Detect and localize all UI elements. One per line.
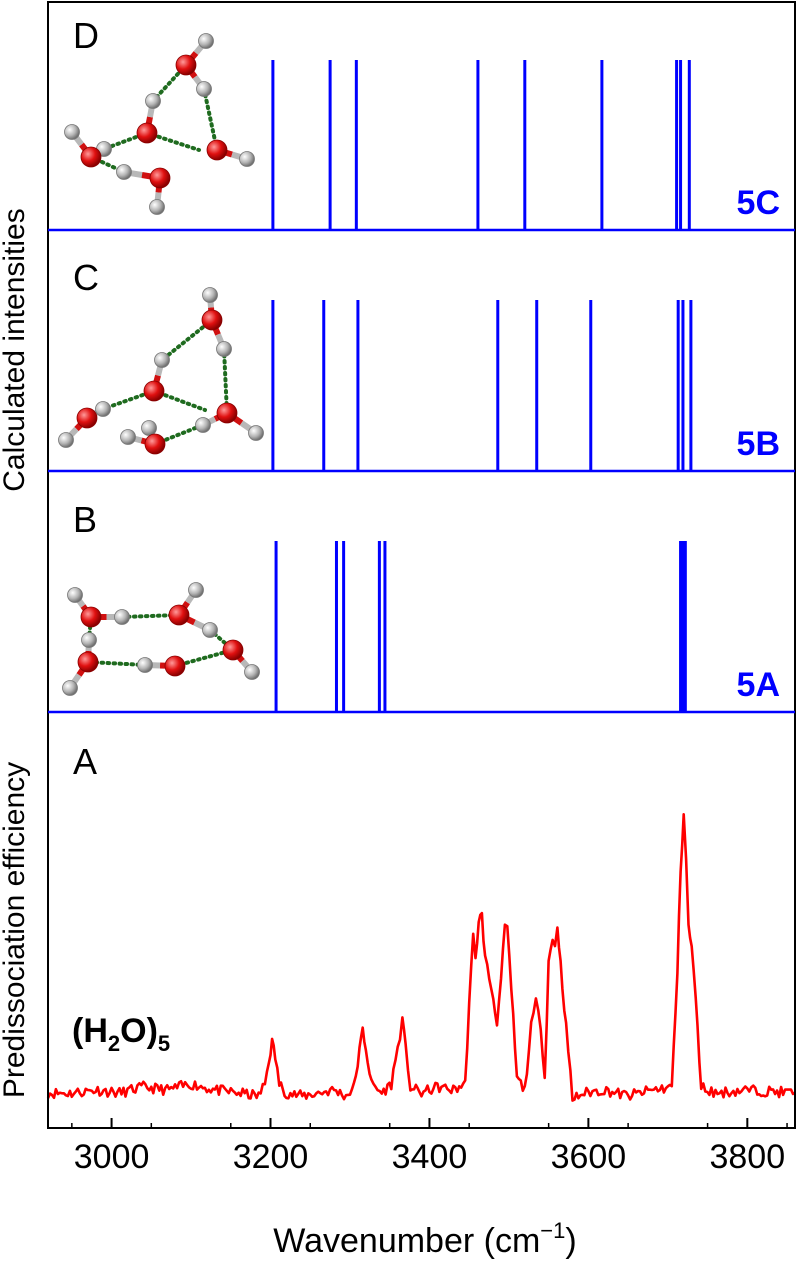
oxygen-atom [201,309,223,331]
oxygen-atom [216,402,238,424]
x-tick-label-3600: 3600 [551,1138,627,1176]
formula-sub-2: 2 [108,1031,120,1056]
hydrogen-atom [137,657,153,673]
x-tick-label-3800: 3800 [709,1138,785,1176]
hydrogen-atom [62,680,78,696]
hydrogen-atom [58,432,74,448]
x-tick-label-3200: 3200 [233,1138,309,1176]
isomer-label-5b: 5B [737,425,780,463]
hydrogen-atom [116,164,132,180]
oxygen-atom [144,433,166,455]
hydrogen-atom [95,401,111,417]
hydrogen-atom [81,632,97,648]
hydrogen-atom [248,425,264,441]
hydrogen-atom [239,151,255,167]
oxygen-atom [149,167,171,189]
hydrogen-atom [202,622,218,638]
oxygen-atom [143,380,165,402]
hydrogen-bond [202,87,219,152]
oxygen-atom [164,655,186,677]
panel-letter-d: D [73,15,99,56]
formula-sub-5: 5 [158,1031,170,1056]
hydrogen-atom [244,664,260,680]
hydrogen-atom [120,429,136,445]
oxygen-atom [222,639,244,661]
molecule-structure-5c [64,33,255,215]
panel-letter-b: B [73,499,97,540]
hydrogen-atom [149,199,165,215]
y-axis-label-predissociation: Predissociation efficiency [0,762,31,1098]
x-axis-label-main: Wavenumber (cm [273,1222,540,1260]
oxygen-atom [80,606,102,628]
x-tick-label-3000: 3000 [74,1138,150,1176]
hydrogen-atom [196,81,212,97]
hydrogen-atom [195,417,211,433]
hydrogen-bond [160,318,214,362]
oxygen-atom [77,651,99,673]
oxygen-atom [136,122,158,144]
x-axis-label-sup: −1 [540,1218,565,1243]
isomer-label-5c: 5C [737,184,780,222]
hydrogen-atom [141,420,157,436]
hydrogen-bond [222,347,229,415]
oxygen-atom [168,604,190,626]
hydrogen-atom [188,582,204,598]
molecule-formula: (H2O)5 [72,1012,170,1056]
plot-frame [47,1,796,1129]
hydrogen-atom [67,587,83,603]
molecule-structure-5b [58,287,264,455]
x-axis-label: Wavenumber (cm−1) [273,1218,576,1260]
panel-letter-c: C [73,257,99,298]
y-axis-label-calculated: Calculated intensities [0,208,31,492]
x-axis-label-close: ) [565,1222,576,1260]
oxygen-atom [80,146,102,168]
oxygen-atom [206,139,228,161]
experimental-spectrum-line [46,812,796,1102]
formula-part-mid: O) [120,1012,158,1050]
hydrogen-atom [198,33,214,49]
hydrogen-atom [145,93,161,109]
x-tick-label-3400: 3400 [392,1138,468,1176]
oxygen-atom [175,54,197,76]
hydrogen-atom [114,609,130,625]
hydrogen-atom [154,352,170,368]
panel-letter-a: A [73,741,97,782]
molecule-structure-5a [62,582,260,696]
isomer-label-5a: 5A [737,666,780,704]
oxygen-atom [76,407,98,429]
hydrogen-atom [216,341,232,357]
hydrogen-atom [64,124,80,140]
formula-part-open: (H [72,1012,108,1050]
hydrogen-atom [202,287,218,303]
